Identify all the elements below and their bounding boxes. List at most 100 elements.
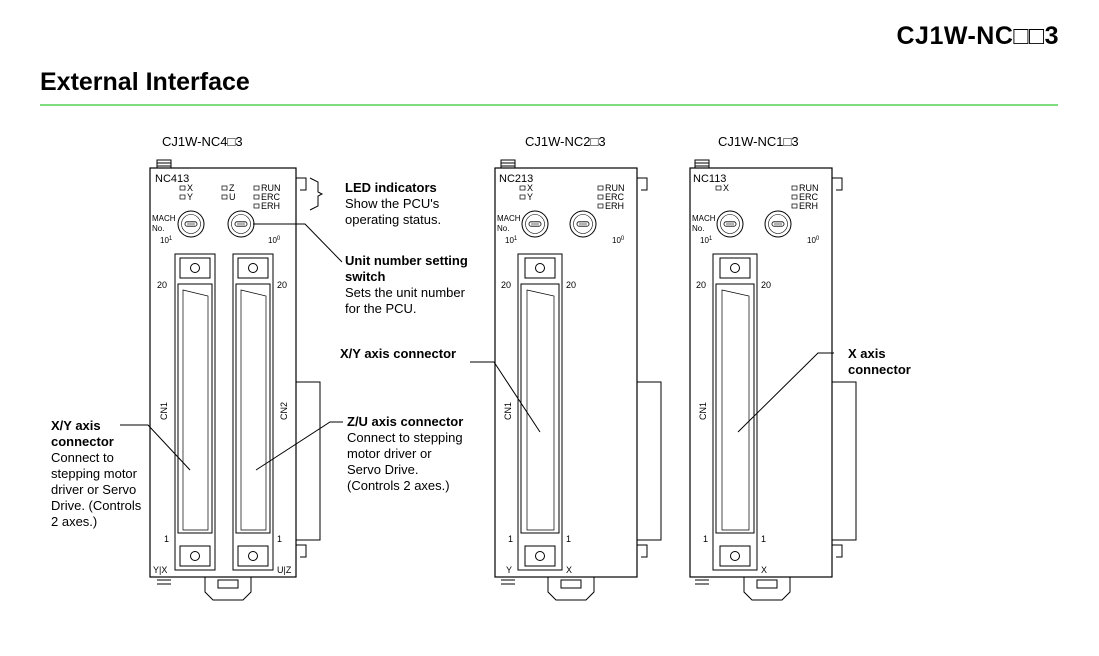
led-y: Y [519,192,533,202]
rotary-switch-x10-0[interactable] [569,210,597,238]
svg-text:ERH: ERH [261,201,280,211]
unit-body [494,167,638,578]
unit-caption-nc2x3: CJ1W-NC2□3 [525,134,606,149]
callout-xy-axis-connector-left: X/Y axis connector Connect to stepping m… [51,418,142,529]
exp-right: 100 [807,236,820,245]
unit-nc413: NC413 X Y Z U RUN ERC ERH MACH No. 101 1… [149,159,321,601]
name-plate: NC213 [499,173,533,185]
pin-20-left: 20 [501,280,511,290]
exp-left: 101 [160,236,173,245]
model-title: CJ1W-NC□□3 [896,22,1059,50]
top-latch [156,159,172,169]
unit-caption-nc4x3: CJ1W-NC4□3 [162,134,243,149]
callout-led-title: LED indicators [345,180,437,195]
svg-text:X: X [187,183,193,193]
connector-cn1[interactable] [517,253,563,571]
no-label: No. [497,224,509,233]
pin-20-left: 20 [696,280,706,290]
svg-text:Y: Y [187,192,193,202]
rotary-switch-x10-0[interactable] [227,210,255,238]
led-u: U [221,192,236,202]
led-erc: ERC [597,192,625,202]
led-z: Z [221,183,235,193]
led-run: RUN [253,183,281,193]
mach-label: MACH [497,214,521,223]
callout-zu-axis-connector: Z/U axis connector Connect to stepping m… [347,414,464,493]
cn1-label: CN1 [503,402,513,420]
led-run: RUN [791,183,819,193]
section-divider [40,104,1058,106]
no-label: No. [692,224,704,233]
svg-text:RUN: RUN [605,183,625,193]
unit-body [689,167,833,578]
rotary-switch-x10-1[interactable] [521,210,549,238]
led-x: X [715,183,729,193]
exp-right: 100 [268,236,281,245]
led-run: RUN [597,183,625,193]
rotary-switch-x10-1[interactable] [177,210,205,238]
callout-xy-axis-connector-mid: X/Y axis connector [340,346,457,361]
svg-text:RUN: RUN [261,183,281,193]
unit-body [149,167,297,578]
svg-text:Z: Z [229,183,235,193]
pin-20-right: 20 [761,280,771,290]
leader-lines [120,177,834,471]
svg-text:RUN: RUN [799,183,819,193]
svg-text:ERC: ERC [799,192,819,202]
bottom-left-label: Y [506,565,512,575]
callout-unit-title: Unit number setting [345,253,468,268]
bottom-right-label: X [566,565,572,575]
bottom-right-label: U|Z [277,565,292,575]
connector-cn2[interactable] [232,253,274,571]
pin-1-left: 1 [508,534,513,544]
bottom-left-label: Y|X [153,565,167,575]
unit-nc213: NC213 X Y RUN ERC ERH MACH No. 101 100 2… [494,159,662,601]
pin-1-left: 1 [164,534,169,544]
led-y: Y [179,192,193,202]
led-x: X [179,183,193,193]
name-plate: NC113 [693,173,726,185]
cn1-label: CN1 [159,402,169,420]
mach-label: MACH [152,214,176,223]
svg-text:ERC: ERC [261,192,281,202]
unit-nc113: NC113 X RUN ERC ERH MACH No. 101 100 20 … [689,159,857,601]
connector-cn1[interactable] [712,253,758,571]
callout-led-indicators: LED indicators Show the PCU's operating … [345,180,442,227]
svg-text:X: X [527,183,533,193]
svg-text:Y: Y [527,192,533,202]
rotary-switch-x10-1[interactable] [716,210,744,238]
svg-text:ERH: ERH [605,201,624,211]
bottom-right-label: X [761,565,767,575]
name-plate: NC413 [155,173,189,185]
pin-1-left: 1 [703,534,708,544]
connector-cn1[interactable] [174,253,216,571]
led-erh: ERH [597,201,624,211]
section-title: External Interface [40,68,250,96]
svg-text:ERH: ERH [799,201,818,211]
pin-1-right: 1 [566,534,571,544]
exp-left: 101 [700,236,713,245]
led-erh: ERH [791,201,818,211]
svg-text:X: X [723,183,729,193]
exp-left: 101 [505,236,518,245]
pin-1-right: 1 [761,534,766,544]
svg-text:ERC: ERC [605,192,625,202]
exp-right: 100 [612,236,625,245]
rotary-switch-x10-0[interactable] [764,210,792,238]
led-x: X [519,183,533,193]
led-erc: ERC [791,192,819,202]
led-erh: ERH [253,201,280,211]
cn2-label: CN2 [279,402,289,420]
pin-20-right: 20 [566,280,576,290]
pin-20-right: 20 [277,280,287,290]
svg-text:U: U [229,192,236,202]
cn1-label: CN1 [698,402,708,420]
led-erc: ERC [253,192,281,202]
pin-1-right: 1 [277,534,282,544]
mach-label: MACH [692,214,716,223]
unit-caption-nc1x3: CJ1W-NC1□3 [718,134,799,149]
no-label: No. [152,224,164,233]
pin-20-left: 20 [157,280,167,290]
callout-unit-number-switch: Unit number setting switch Sets the unit… [345,253,468,316]
